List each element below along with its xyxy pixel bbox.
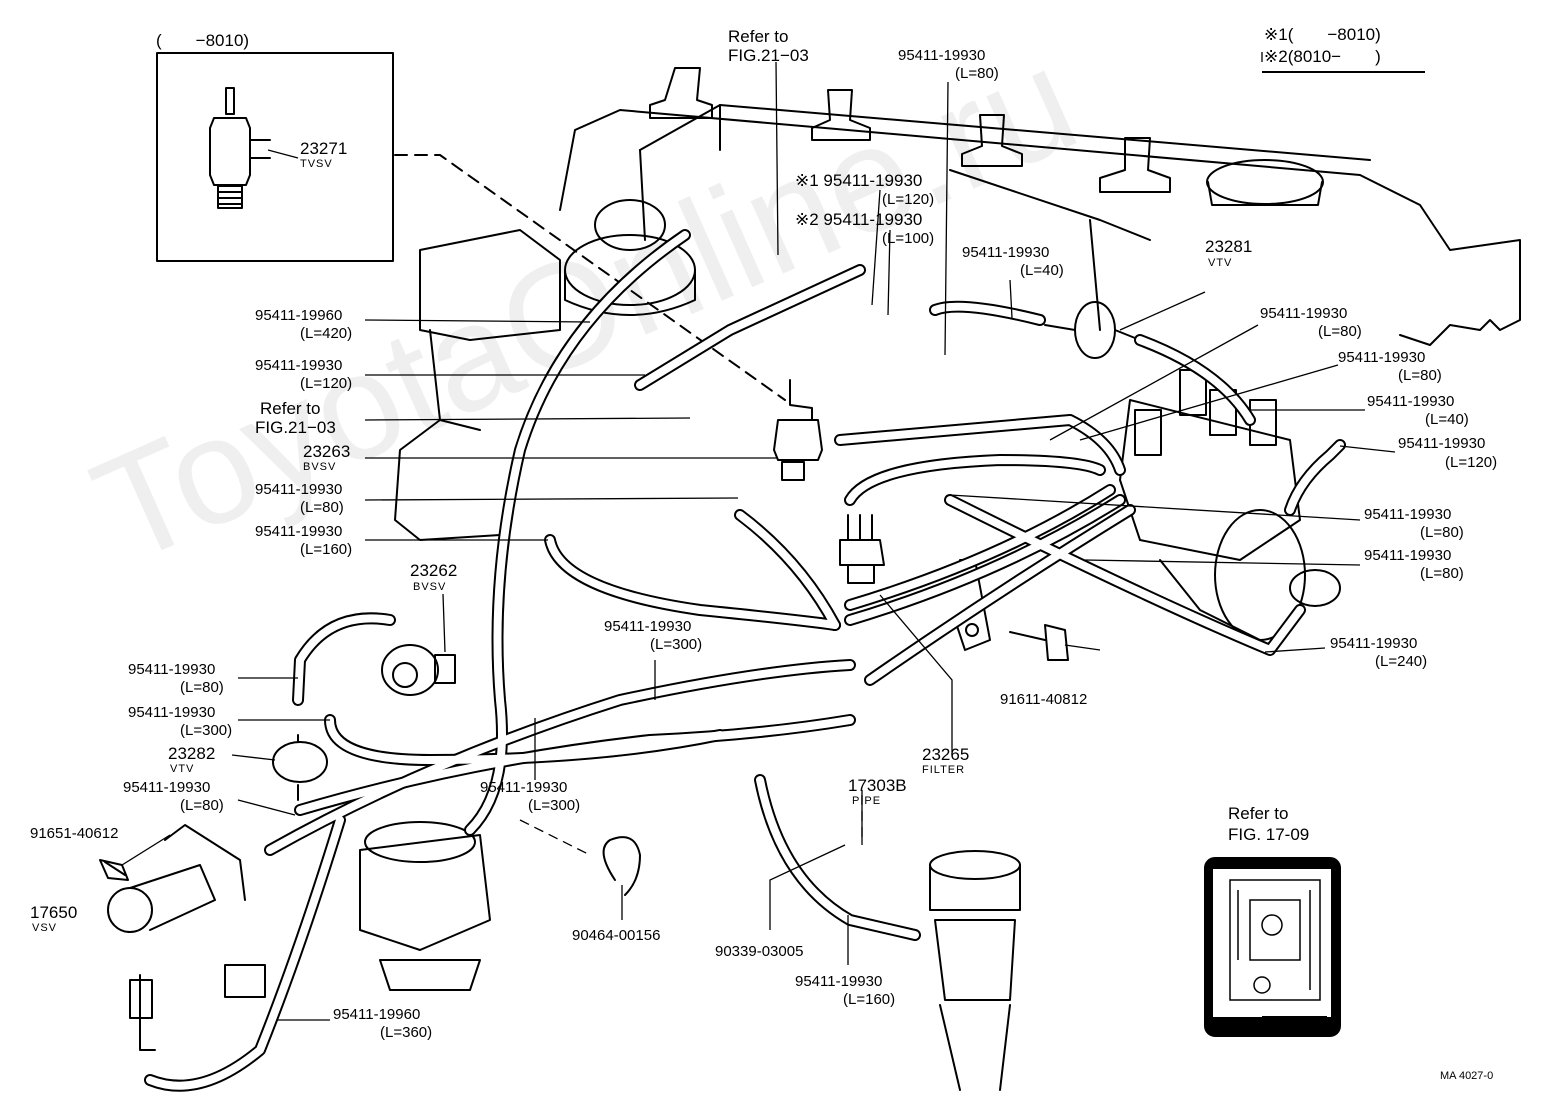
hose-label-95411-19930-l300-b: 95411-19930: [128, 704, 216, 721]
bolt-91611: [1009, 624, 1069, 661]
hose-length-l80-b: (L=80): [1398, 367, 1442, 384]
hose-length-l40-right: (L=40): [1425, 411, 1469, 428]
part-number-23263: 23263: [303, 442, 351, 461]
intake-housing: [419, 229, 561, 341]
refer-to-left: Refer to: [260, 399, 321, 418]
hose-length-l80-a: (L=80): [1318, 323, 1362, 340]
engine-head-outline: [559, 109, 1521, 346]
part-number-23265: 23265: [922, 745, 970, 764]
hose-l80-top: [1134, 334, 1256, 426]
hose-length-l120-left: (L=120): [300, 375, 353, 392]
distributor: [1119, 399, 1301, 561]
inset-ref-line2: FIG. 17-09: [1228, 825, 1310, 844]
figure-code: MA 4027-0: [1440, 1070, 1494, 1082]
refer-fig-21-03-left: FIG.21−03: [255, 418, 336, 437]
hose-length-l240: (L=240): [1375, 653, 1428, 670]
bvsv-23263: [773, 379, 823, 481]
inset-range-label: ( −8010): [156, 31, 250, 50]
hose-length-l160-lower: (L=160): [843, 991, 896, 1008]
part-number-23262: 23262: [410, 561, 458, 580]
part-number-23282: 23282: [168, 744, 216, 763]
vtv-23281: [1074, 301, 1116, 359]
part-name-bvsv-23262: BVSV: [413, 581, 447, 593]
part-name-vsv: VSV: [32, 922, 58, 934]
hose-clamp: [602, 836, 641, 896]
hose-label-95411-19930-l80-a: 95411-19930: [1260, 305, 1348, 322]
hose-label-95411-19930-l80-top: 95411-19930: [898, 47, 986, 64]
charcoal-canister: [929, 850, 1021, 1091]
hose-length-l80-top: (L=80): [955, 65, 999, 82]
inset-fig-17-09: [1204, 857, 1341, 1037]
spark-plug-caps: [649, 67, 1171, 193]
hose-label-95411-19930-l160-lower: 95411-19930: [795, 973, 883, 990]
egr-valve: [359, 821, 491, 991]
hose-label-note2-95411-19930: ※2 95411-19930: [795, 210, 923, 229]
legend-note-2: ※2(8010− ): [1264, 47, 1381, 66]
refer-to-top: Refer to: [728, 27, 789, 46]
part-number-91651-40612: 91651-40612: [30, 825, 119, 842]
hose-label-95411-19930-l40: 95411-19930: [962, 244, 1050, 261]
inset-ref-line1: Refer to: [1228, 804, 1289, 823]
hose-length-l120-right: (L=120): [1445, 454, 1498, 471]
hose-label-95411-19930-l160: 95411-19930: [255, 523, 343, 540]
part-number-17650: 17650: [30, 903, 78, 922]
bvsv-23262: [381, 644, 456, 696]
hose-length-l80-left: (L=80): [300, 499, 344, 516]
part-name-bvsv-23263: BVSV: [303, 461, 337, 473]
vtv-23282: [272, 734, 328, 801]
hose-length-l160: (L=160): [300, 541, 353, 558]
hose-label-95411-19930-l240: 95411-19930: [1330, 635, 1418, 652]
hose-length-l300-b: (L=300): [180, 722, 233, 739]
hose-label-95411-19960-l420: 95411-19960: [255, 307, 343, 324]
hose-length-l80-d: (L=80): [1420, 565, 1464, 582]
part-name-pipe: PIPE: [852, 795, 882, 807]
inset-projection-line: [394, 154, 786, 401]
hose-length-l300-c: (L=300): [528, 797, 581, 814]
tvsv-switch-drawing: [209, 87, 271, 209]
part-number-90464-00156: 90464-00156: [572, 927, 661, 944]
hose-label-95411-19930-l80-left: 95411-19930: [255, 481, 343, 498]
part-number-23281: 23281: [1205, 237, 1253, 256]
hose-label-note1-95411-19930: ※1 95411-19930: [795, 171, 923, 190]
hose-length-l40: (L=40): [1020, 262, 1064, 279]
vsv-17650: [104, 824, 266, 1051]
hose-label-95411-19960-l360: 95411-19960: [333, 1006, 421, 1023]
hose-length-l120-note1: (L=120): [882, 191, 935, 208]
hose-label-95411-19930-l120-right: 95411-19930: [1398, 435, 1486, 452]
filter-23265: [839, 514, 885, 584]
bolt-91651: [99, 859, 129, 881]
hose-label-95411-19930-l40-right: 95411-19930: [1367, 393, 1455, 410]
refer-fig-21-03-top: FIG.21−03: [728, 46, 809, 65]
hose-label-95411-19930-l120-left: 95411-19930: [255, 357, 343, 374]
hose-label-95411-19930-l80-b: 95411-19930: [1338, 349, 1426, 366]
hose-label-95411-19930-l80-f: 95411-19930: [123, 779, 211, 796]
part-number-17303b: 17303B: [848, 776, 907, 795]
hose-length-l80-c: (L=80): [1420, 524, 1464, 541]
hose-length-l360: (L=360): [380, 1024, 433, 1041]
part-number-23271: 23271: [300, 139, 348, 158]
hose-label-95411-19930-l80-e: 95411-19930: [128, 661, 216, 678]
hose-length-l80-f: (L=80): [180, 797, 224, 814]
hose-l80-left: [292, 612, 396, 706]
part-name-filter: FILTER: [922, 764, 966, 776]
part-number-90339-03005: 90339-03005: [715, 943, 804, 960]
part-name-tvsv: TVSV: [300, 158, 333, 170]
hose-length-l100-note2: (L=100): [882, 230, 935, 247]
hose-label-95411-19930-l80-d: 95411-19930: [1364, 547, 1452, 564]
part-name-vtv-lower: VTV: [170, 763, 195, 775]
part-number-91611-40812: 91611-40812: [1000, 691, 1088, 708]
hose-label-95411-19930-l300-a: 95411-19930: [604, 618, 692, 635]
hose-length-l420: (L=420): [300, 325, 353, 342]
hose-length-l300-a: (L=300): [650, 636, 703, 653]
hose-l360: [144, 814, 346, 1092]
hose-label-95411-19930-l80-c: 95411-19930: [1364, 506, 1452, 523]
hose-l80-center: [734, 509, 841, 631]
inset-tvsv-box: [156, 52, 394, 262]
legend-note-1: ※1( −8010): [1264, 25, 1381, 44]
hose-label-95411-19930-l300-c: 95411-19930: [480, 779, 568, 796]
hose-length-l80-e: (L=80): [180, 679, 224, 696]
part-name-vtv-top: VTV: [1208, 257, 1233, 269]
